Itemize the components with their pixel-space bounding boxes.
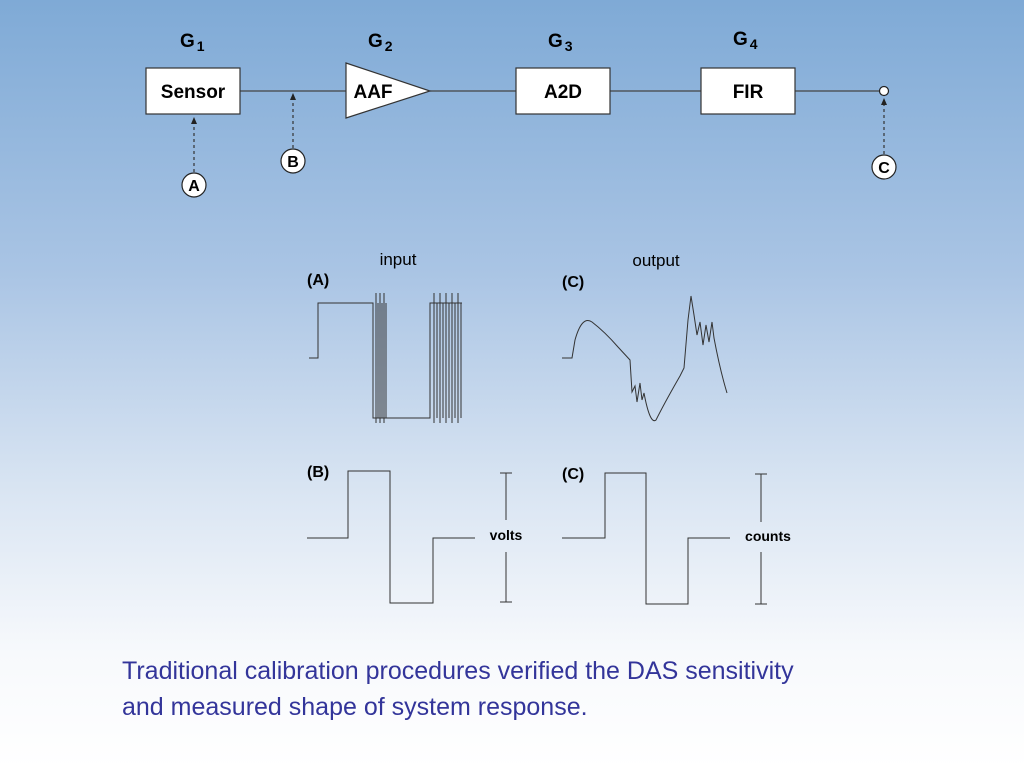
fir-block: FIR [700, 67, 796, 115]
output-waveform-c-top [562, 295, 728, 422]
test-point-a-label: A [188, 178, 200, 195]
arrow-c-icon [881, 98, 887, 105]
volts-scale-bar [500, 472, 512, 603]
input-waveform-b: volts [307, 470, 523, 604]
output-waveform-c-bottom: counts [562, 472, 791, 605]
counts-scale-bar [755, 473, 767, 605]
panel-a-label: (A) [307, 272, 329, 289]
test-point-c-label: C [878, 160, 890, 177]
test-point-b-label: B [287, 154, 299, 171]
test-point-a: A [181, 117, 207, 198]
output-header: output [632, 251, 680, 270]
arrow-b-icon [290, 93, 296, 100]
fir-block-label: FIR [733, 82, 764, 103]
panel-c-bottom-label: (C) [562, 466, 584, 483]
a2d-block: A2D [515, 67, 611, 115]
aaf-block-label: AAF [353, 82, 392, 103]
panel-c-top-label: (C) [562, 274, 584, 291]
input-header: input [380, 250, 417, 269]
sensor-block: Sensor [145, 67, 241, 115]
aaf-block: AAF [345, 62, 432, 119]
test-point-c: C [871, 98, 897, 180]
a2d-block-label: A2D [544, 82, 582, 103]
test-point-b: B [280, 93, 306, 174]
caption-line-1: Traditional calibration procedures verif… [122, 657, 794, 685]
caption: Traditional calibration procedures verif… [122, 653, 922, 725]
counts-label: counts [745, 528, 791, 544]
caption-line-2: and measured shape of system response. [122, 693, 588, 721]
input-waveform-a [309, 293, 462, 423]
volts-label: volts [490, 527, 523, 543]
arrow-a-icon [191, 117, 197, 124]
panel-b-label: (B) [307, 464, 329, 481]
output-terminal [878, 85, 890, 97]
sensor-block-label: Sensor [161, 82, 226, 103]
